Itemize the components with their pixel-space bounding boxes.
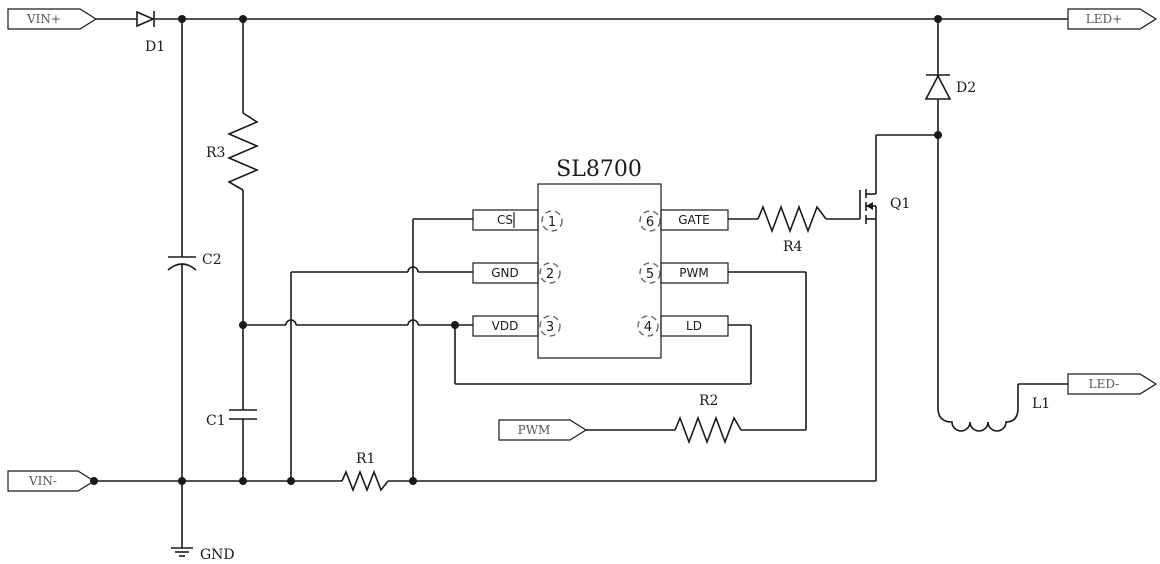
pin-box-cs [472,209,539,231]
label-r1: R1 [356,451,375,467]
label-r2: R2 [699,393,718,409]
pin-num-3: 3 [546,320,554,335]
pin-box-gate [660,209,729,231]
wire-pwm-net [586,271,807,431]
label-c2: C2 [202,252,222,268]
ground-symbol [171,547,193,557]
wire-gnd-net [290,266,473,481]
port-led-plus: LED+ [1067,8,1158,30]
resistor-r3 [226,19,260,410]
diode-d1 [136,10,155,28]
chip-name: SL8700 [556,157,642,182]
pin-name-gnd: GND [491,266,519,280]
pin-name-ld: LD [686,319,702,333]
chip-sl8700: SL8700 CS GND VDD GATE PWM LD 1 2 3 6 5 … [472,157,729,359]
label-d1: D1 [145,39,165,55]
junction-dots [90,15,942,485]
pin-num-4: 4 [644,320,652,335]
mosfet-q1 [859,134,938,481]
label-gnd: GND [200,547,235,563]
capacitor-c2 [167,19,197,548]
label-l1: L1 [1032,396,1050,412]
wire-cs-net [412,218,473,481]
pin-name-vdd: VDD [492,319,519,333]
inductor-l1 [937,383,1068,432]
port-pwm: PWM [498,419,588,441]
pin-box-vdd [472,315,539,337]
pin-num-6: 6 [646,215,654,230]
pin-box-pwm [660,262,729,284]
resistor-r1 [341,469,389,493]
pin-num-1: 1 [548,215,556,230]
pin-box-ld [660,315,729,337]
pin-name-cs: CS [497,213,513,227]
diode-d2 [924,19,952,408]
port-pwm-label: PWM [518,423,551,437]
capacitor-c1 [229,409,257,481]
port-vin-plus-label: VIN+ [26,12,61,26]
label-r3: R3 [206,145,225,161]
pin-name-gate: GATE [678,213,710,227]
port-vin-plus: VIN+ [7,8,98,30]
port-vin-minus-label: VIN- [28,474,57,488]
label-c1: C1 [206,413,226,429]
pin-box-gnd [472,262,539,284]
pin-num-2: 2 [546,267,554,282]
port-led-plus-label: LED+ [1086,12,1122,26]
port-vin-minus: VIN- [7,470,96,492]
label-d2: D2 [956,80,976,96]
pin-num-5: 5 [646,267,654,282]
port-led-minus-label: LED- [1089,377,1120,391]
pin-name-pwm: PWM [679,266,708,280]
label-r4: R4 [783,239,803,255]
resistor-r4 [757,204,827,234]
port-led-minus: LED- [1067,373,1158,395]
resistor-r2 [674,415,742,445]
label-q1: Q1 [890,196,910,212]
